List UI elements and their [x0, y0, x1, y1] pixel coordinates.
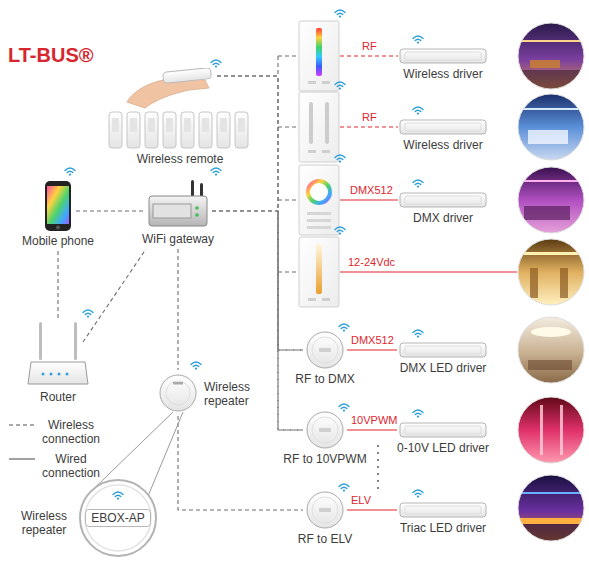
light-photos — [518, 23, 584, 541]
remote-icon — [105, 68, 255, 150]
legend: Wireless connectionWired connection — [8, 418, 104, 486]
wired-link — [347, 349, 397, 350]
driver-node: Triac LED driver — [381, 501, 505, 535]
bus-branches — [278, 56, 298, 272]
device-caption: Wireless driver — [381, 138, 505, 152]
device-caption: RF to 10VPWM — [268, 452, 382, 466]
signal-label: ELV — [351, 494, 371, 507]
driver-node: DMX LED driver — [381, 341, 505, 375]
wireless-link — [57, 251, 58, 319]
repeater-icon — [158, 373, 198, 413]
device-caption: EBOX-AP — [85, 509, 150, 527]
signal-label: RF — [362, 40, 377, 53]
phone-graphic — [44, 180, 72, 232]
driver-graphic — [399, 118, 487, 136]
driver-icon — [399, 501, 487, 519]
conv-graphic — [305, 330, 345, 370]
gateway-node: WiFi gateway — [126, 180, 230, 246]
signal-label: DMX512 — [350, 184, 393, 197]
legend-sample — [8, 454, 36, 464]
remote-node: Wireless remote — [103, 68, 257, 166]
device-caption: RF to ELV — [268, 532, 382, 546]
router-icon — [27, 322, 89, 388]
device-caption: Wireless driver — [381, 67, 505, 81]
phone-icon — [44, 180, 72, 232]
signal-label: 12-24Vdc — [348, 256, 395, 269]
legend-row: Wired connection — [8, 452, 104, 480]
legend-row: Wireless connection — [8, 418, 104, 446]
driver-node: Wireless driver — [381, 118, 505, 152]
device-caption: 0-10V LED driver — [381, 441, 505, 455]
conv-graphic — [305, 490, 345, 530]
wired-link — [347, 429, 397, 430]
phone-node: Mobile phone — [6, 180, 110, 248]
repeater-node: Wireless repeater — [158, 373, 198, 413]
driver-icon — [399, 341, 487, 359]
device-caption: Mobile phone — [6, 234, 110, 248]
device-caption: DMX driver — [381, 211, 505, 225]
wireless-link — [217, 76, 303, 350]
driver-graphic — [399, 341, 487, 359]
router-node: Router — [6, 322, 110, 404]
continuation-dots — [377, 445, 379, 489]
signal-label: 10VPWM — [351, 414, 397, 427]
device-caption: Wireless repeater — [204, 380, 266, 408]
remote-graphic — [105, 68, 255, 150]
wireless-link — [177, 249, 178, 370]
device-caption: Wireless remote — [103, 152, 257, 166]
legend-text: Wireless connection — [38, 418, 104, 446]
conv-icon — [305, 330, 345, 370]
ebox-node: EBOX-AP — [78, 478, 158, 558]
conv-graphic — [305, 410, 345, 450]
conv-icon — [305, 490, 345, 530]
panel-wires — [340, 56, 517, 272]
driver-graphic — [399, 47, 487, 65]
brand-logo: LT-BUS® — [8, 44, 93, 67]
driver-icon — [399, 191, 487, 209]
wireless-link — [76, 210, 143, 211]
gateway-graphic — [147, 180, 209, 230]
driver-node: Wireless driver — [381, 47, 505, 81]
signal-label: DMX512 — [351, 334, 394, 347]
device-caption: RF to DMX — [268, 372, 382, 386]
legend-text: Wired connection — [38, 452, 104, 480]
device-caption: Router — [6, 390, 110, 404]
wall-panels — [299, 21, 339, 307]
signal-label: RF — [362, 111, 377, 124]
repeater-graphic — [158, 373, 198, 413]
conv-icon — [305, 410, 345, 450]
driver-icon — [399, 118, 487, 136]
driver-graphic — [399, 501, 487, 519]
router-graphic — [27, 322, 89, 388]
driver-icon — [399, 421, 487, 439]
legend-sample — [8, 420, 36, 430]
repeater-caption: Wireless repeater — [14, 510, 74, 538]
device-caption: DMX LED driver — [381, 361, 505, 375]
driver-node: 0-10V LED driver — [381, 421, 505, 455]
gateway-icon — [147, 180, 209, 230]
driver-graphic — [399, 421, 487, 439]
driver-graphic — [399, 191, 487, 209]
device-caption: Triac LED driver — [381, 521, 505, 535]
wireless-link — [212, 211, 303, 350]
wifi-icons — [65, 10, 423, 498]
wired-link — [347, 509, 397, 510]
wireless-link — [83, 249, 146, 342]
device-caption: WiFi gateway — [126, 232, 230, 246]
driver-node: DMX driver — [381, 191, 505, 225]
driver-icon — [399, 47, 487, 65]
wireless-link — [217, 76, 303, 430]
ebox-icon: EBOX-AP — [78, 478, 158, 558]
